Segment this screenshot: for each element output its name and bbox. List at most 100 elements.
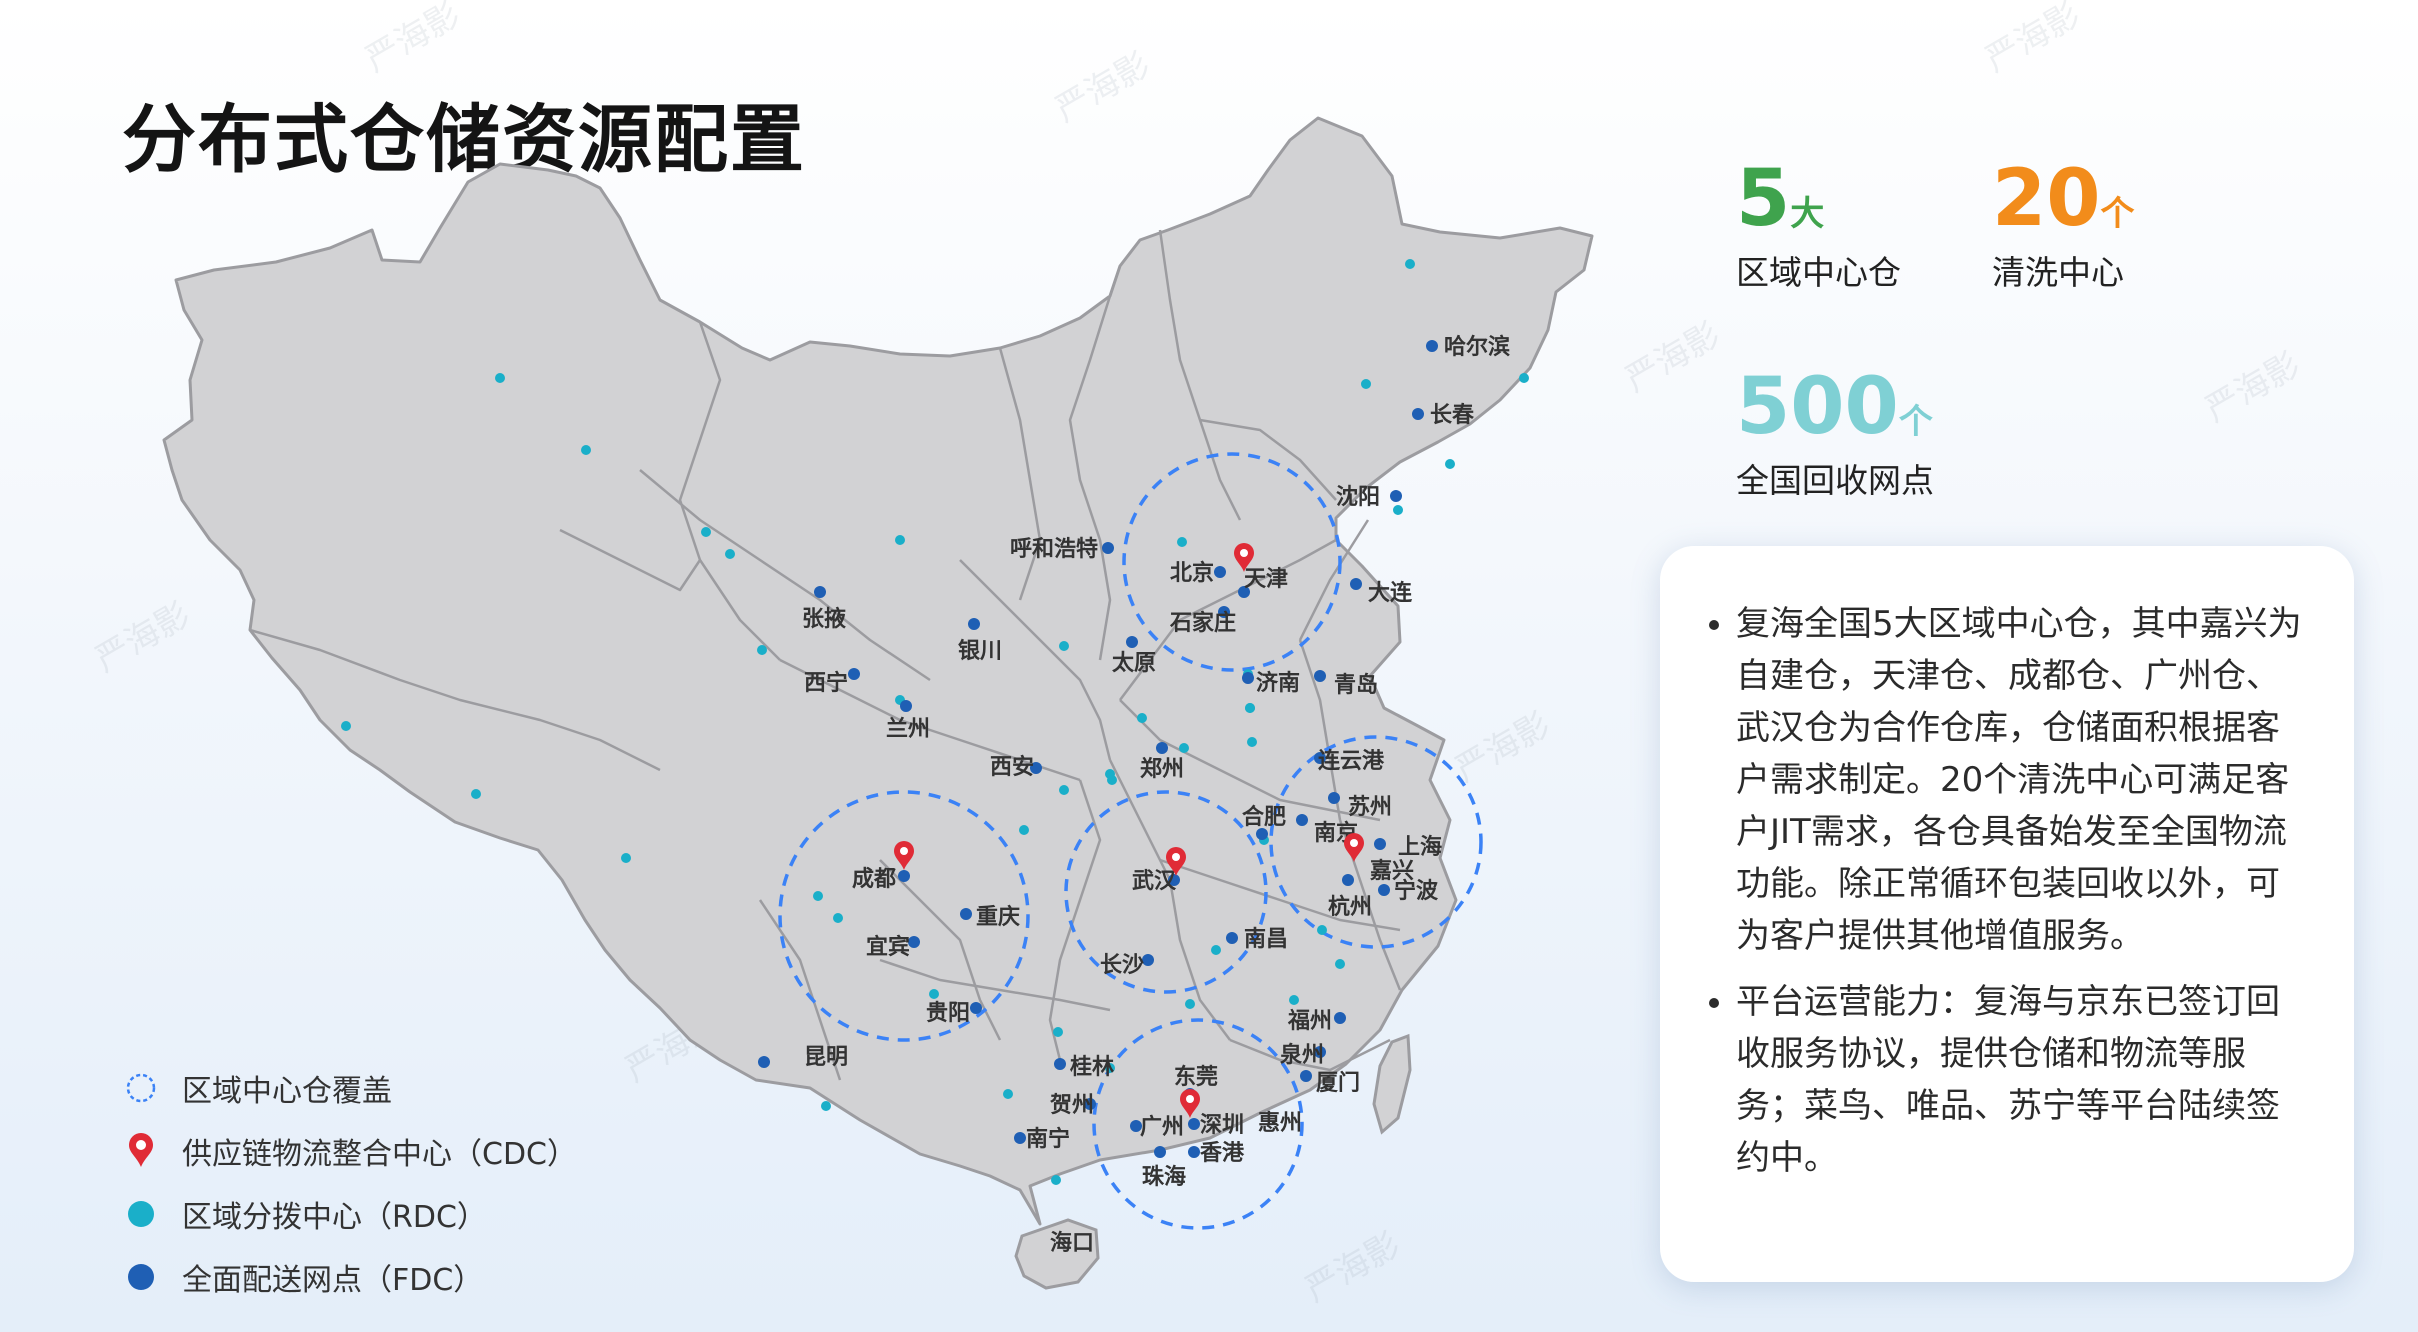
blue-dot-icon <box>124 1260 158 1294</box>
rdc-dot <box>1245 703 1255 713</box>
stat-recycling-points: 500个 全国回收网点 <box>1736 368 1934 502</box>
city-label: 济南 <box>1256 670 1300 696</box>
rdc-dot <box>701 527 711 537</box>
city-label: 海口 <box>1050 1230 1094 1256</box>
city-label: 连云港 <box>1318 748 1385 774</box>
rdc-dot <box>725 549 735 559</box>
city-label: 东莞 <box>1174 1064 1218 1090</box>
city-label: 长沙 <box>1100 953 1144 978</box>
city-label: 重庆 <box>976 904 1020 930</box>
map-taiwan <box>1372 1033 1412 1135</box>
dashed-circle-icon <box>124 1071 158 1105</box>
rdc-dot <box>1185 999 1195 1009</box>
cyan-dot-icon <box>124 1197 158 1231</box>
city-label: 银川 <box>958 639 1002 664</box>
stat-unit: 大 <box>1790 194 1825 234</box>
page-title: 分布式仓储资源配置 <box>122 97 806 183</box>
info-card: 复海全国5大区域中心仓，其中嘉兴为自建仓，天津仓、成都仓、广州仓、武汉仓为合作仓… <box>1660 546 2354 1282</box>
stat-regional-warehouses: 5大 区域中心仓 <box>1736 160 1901 294</box>
city-label: 张掖 <box>802 606 846 632</box>
rdc-dot <box>1179 743 1189 753</box>
province-borders <box>249 229 1402 1081</box>
city-label: 合肥 <box>1242 804 1286 830</box>
city-markers: 哈尔滨 长春 沈阳 大连 呼和浩特 北京 天津 石家庄 张掖 银川 太原 济南 … <box>758 334 1510 1256</box>
city-label: 沈阳 <box>1336 485 1380 510</box>
city-label: 哈尔滨 <box>1444 334 1510 360</box>
network-dots <box>341 259 1529 1185</box>
stat-label: 区域中心仓 <box>1736 253 1901 292</box>
city-label: 昆明 <box>804 1045 848 1070</box>
rdc-dot <box>1105 1063 1115 1073</box>
stat-unit: 个 <box>1898 402 1933 442</box>
city-label: 泉州 <box>1280 1042 1324 1068</box>
rdc-dot <box>1059 785 1069 795</box>
coverage-circles <box>778 452 1483 1230</box>
city-label: 宁波 <box>1394 878 1439 904</box>
city-label: 南宁 <box>1026 1126 1070 1152</box>
city-label: 嘉兴 <box>1370 859 1414 884</box>
city-label: 武汉 <box>1132 869 1177 894</box>
coverage-circle-wuhan <box>1064 790 1268 994</box>
city-label: 贺州 <box>1050 1093 1094 1118</box>
stat-number: 20 <box>1992 154 2101 244</box>
city-label: 贵阳 <box>926 1001 970 1026</box>
city-label: 郑州 <box>1140 757 1184 782</box>
rdc-dot <box>621 853 631 863</box>
info-list: 复海全国5大区域中心仓，其中嘉兴为自建仓，天津仓、成都仓、广州仓、武汉仓为合作仓… <box>1700 598 2302 1184</box>
rdc-dot <box>833 913 843 923</box>
legend-item-coverage: 区域中心仓覆盖 <box>124 1056 577 1119</box>
coverage-circle-guangzhou <box>1092 1018 1304 1230</box>
legend-item-fdc: 全面配送网点（FDC） <box>124 1245 577 1308</box>
city-label: 惠州 <box>1258 1111 1302 1136</box>
city-label: 宜宾 <box>866 934 910 960</box>
rdc-dot <box>757 645 767 655</box>
info-item-warehouses: 复海全国5大区域中心仓，其中嘉兴为自建仓，天津仓、成都仓、广州仓、武汉仓为合作仓… <box>1736 598 2302 962</box>
city-label: 珠海 <box>1142 1164 1186 1190</box>
rdc-dot <box>495 373 505 383</box>
coverage-circle-beijing <box>1122 452 1342 672</box>
city-label: 西宁 <box>804 670 848 696</box>
city-label: 兰州 <box>886 716 930 742</box>
rdc-dot <box>1393 505 1403 515</box>
info-item-platform: 平台运营能力：复海与京东已签订回收服务协议，提供仓储和物流等服务；菜鸟、唯品、苏… <box>1736 976 2302 1184</box>
coverage-circle-chengdu <box>778 790 1030 1042</box>
rdc-dot <box>1003 1089 1013 1099</box>
rdc-dot <box>1177 537 1187 547</box>
rdc-dot <box>813 891 823 901</box>
city-label: 香港 <box>1200 1141 1245 1166</box>
rdc-dot <box>1405 259 1415 269</box>
rdc-dot <box>1211 945 1221 955</box>
city-label: 深圳 <box>1200 1113 1244 1138</box>
rdc-dot <box>1445 459 1455 469</box>
city-label: 南昌 <box>1244 927 1288 952</box>
map-mainland <box>162 116 1594 1226</box>
rdc-dot <box>1051 1175 1061 1185</box>
rdc-dot <box>1335 959 1345 969</box>
city-label: 西安 <box>990 754 1034 780</box>
rdc-dot <box>471 789 481 799</box>
rdc-dot <box>581 445 591 455</box>
rdc-dot <box>341 721 351 731</box>
rdc-dot <box>1053 1027 1063 1037</box>
city-label: 呼和浩特 <box>1010 536 1098 562</box>
city-label: 上海 <box>1398 834 1442 860</box>
stat-unit: 个 <box>2100 194 2135 234</box>
city-label: 北京 <box>1170 560 1214 586</box>
rdc-dot <box>1105 769 1115 779</box>
legend-label: 全面配送网点（FDC） <box>182 1262 484 1298</box>
rdc-dot <box>1059 641 1069 651</box>
rdc-dot <box>1137 713 1147 723</box>
map-legend: 区域中心仓覆盖 供应链物流整合中心（CDC） 区域分拨中心（RDC） 全面配送网… <box>124 1056 577 1308</box>
rdc-dot <box>895 535 905 545</box>
rdc-dot <box>1289 995 1299 1005</box>
city-label: 青岛 <box>1334 672 1378 698</box>
city-label: 桂林 <box>1070 1054 1114 1080</box>
map-pin-icon <box>124 1132 158 1168</box>
city-label: 福州 <box>1287 1009 1332 1034</box>
coverage-circle-jiaxing <box>1269 735 1483 949</box>
rdc-dot <box>821 1101 831 1111</box>
rdc-dot <box>1247 737 1257 747</box>
rdc-dot <box>929 989 939 999</box>
city-label: 长春 <box>1430 403 1474 428</box>
